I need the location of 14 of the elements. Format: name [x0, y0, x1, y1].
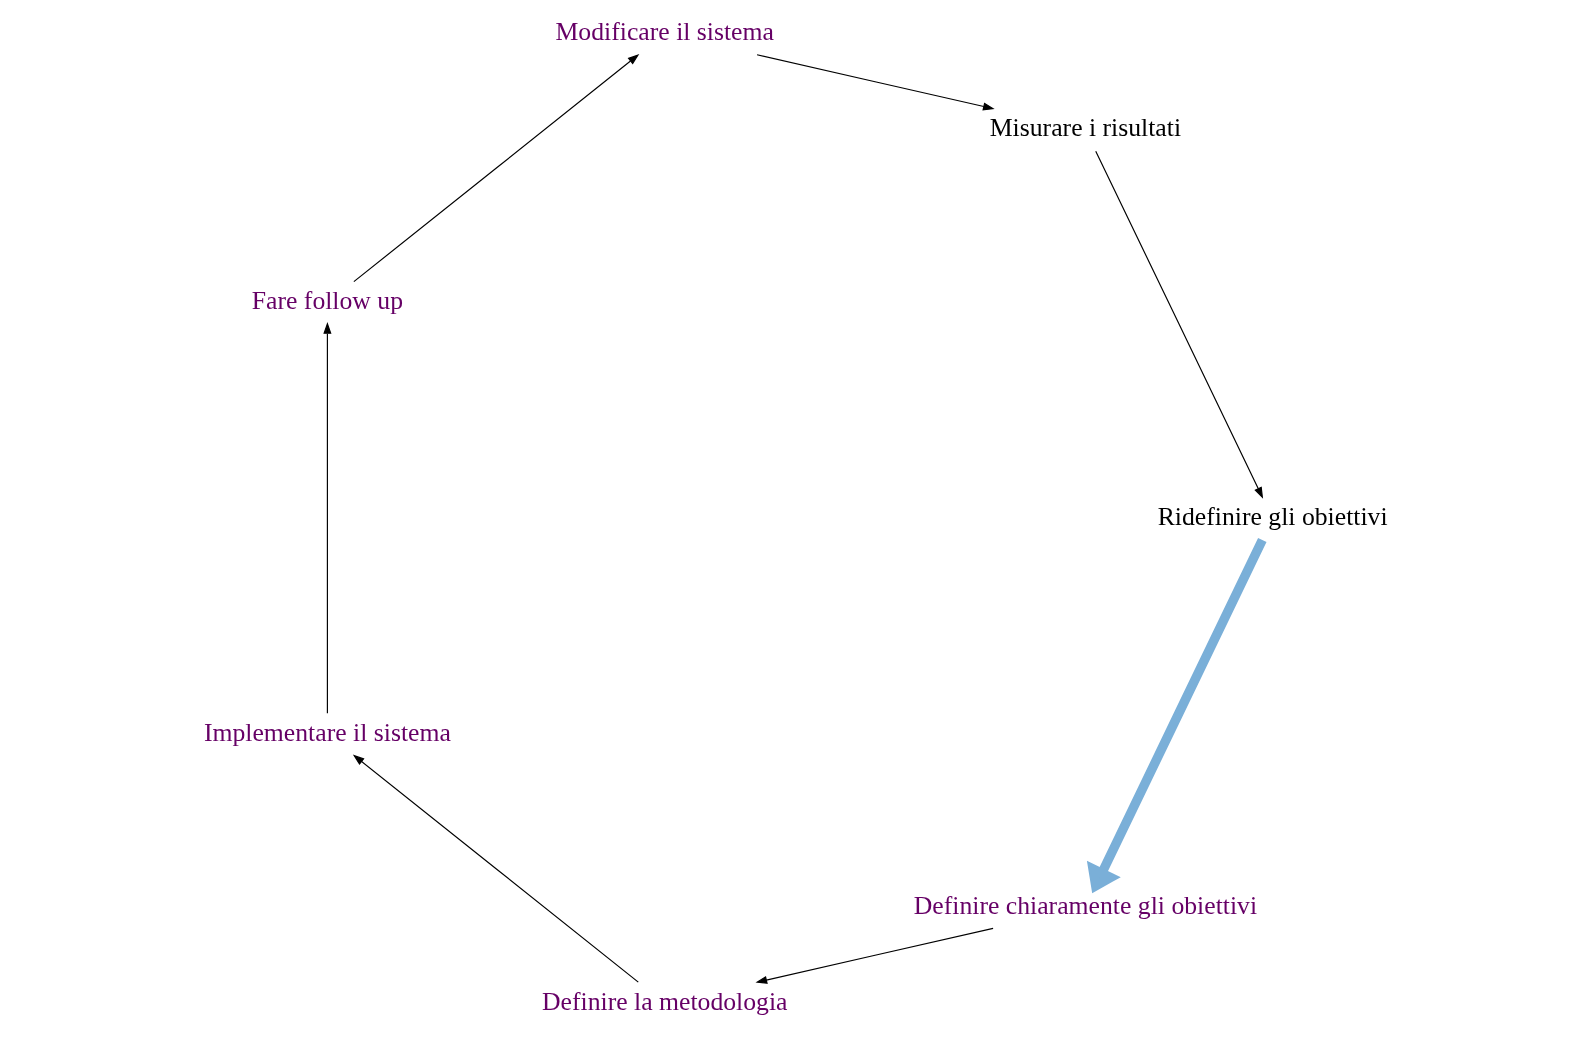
arrow: [1094, 150, 1263, 499]
node-text: Definire la metodologia: [541, 986, 788, 1016]
node-text: Ridefinire gli obiettivi: [1157, 502, 1388, 532]
node-text: Fare follow up: [251, 286, 403, 316]
arrow: [322, 322, 331, 714]
arrow: [352, 754, 639, 983]
node-text: Misurare i risultati: [989, 113, 1181, 143]
node-text: Definire chiaramente gli obiettivi: [913, 890, 1257, 920]
arrow: [755, 927, 994, 984]
node-text: Modificare il sistema: [555, 17, 774, 47]
arrow: [352, 54, 639, 283]
arrow: [756, 54, 995, 111]
node-text: Implementare il sistema: [203, 717, 451, 747]
arrow: [1086, 537, 1266, 894]
